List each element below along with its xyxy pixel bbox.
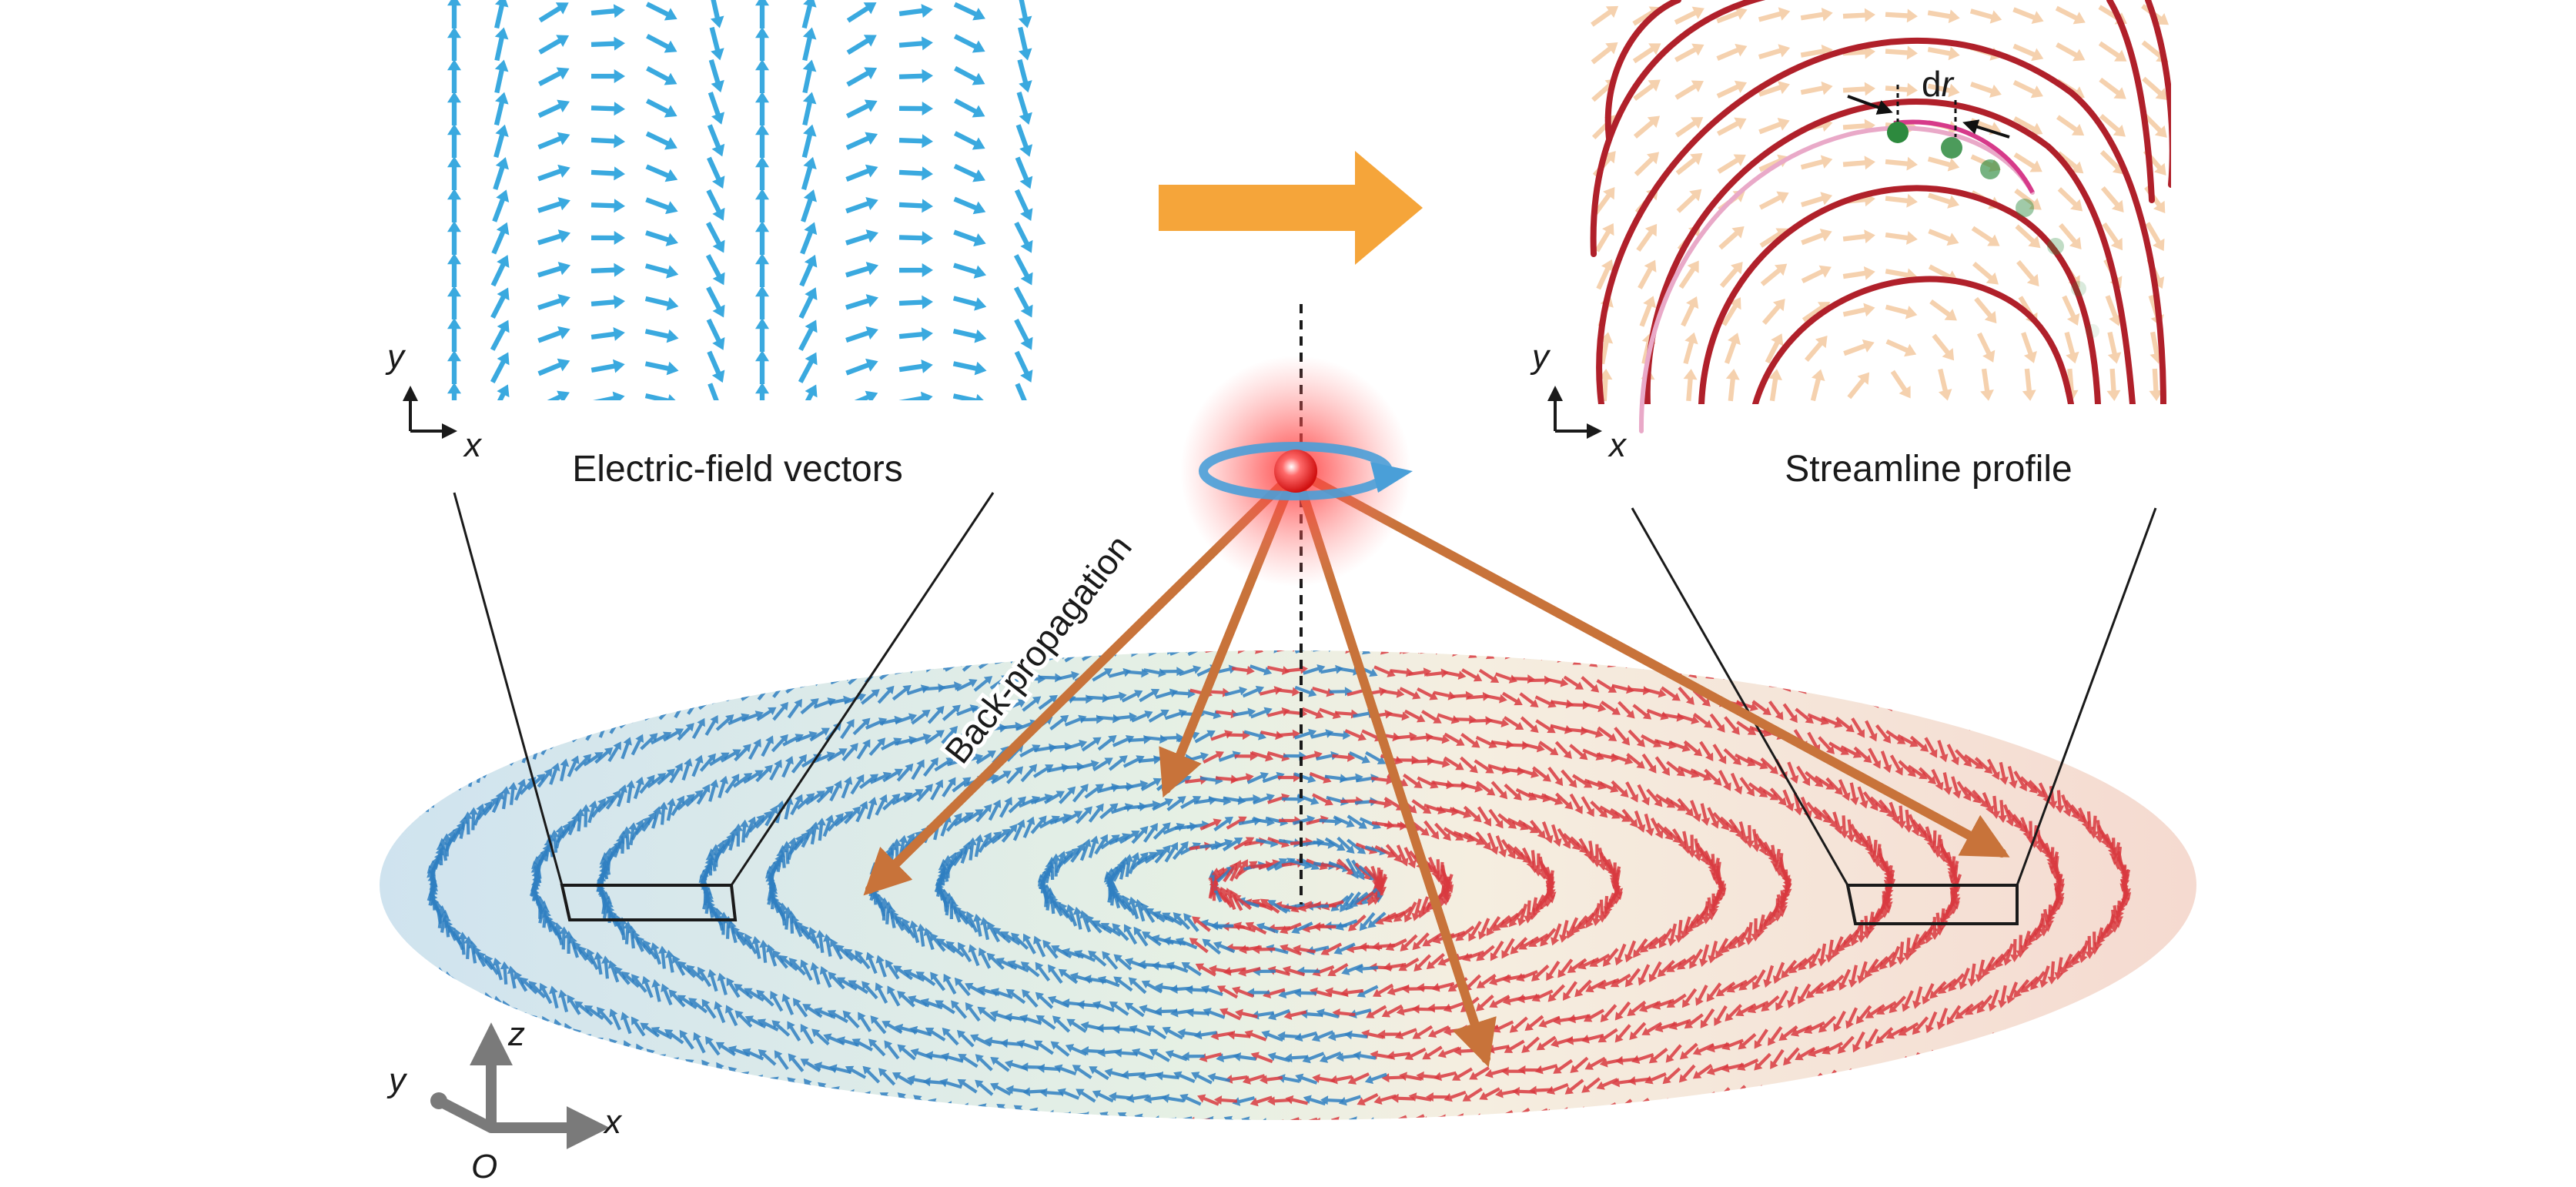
axis-3d-z-label: z <box>507 1015 525 1053</box>
electric-field-arrows <box>447 0 1038 418</box>
right-axis-y-label: y <box>1530 338 1551 376</box>
left-panel-caption: Electric-field vectors <box>572 449 902 490</box>
right-axis-x-label: x <box>1607 426 1628 464</box>
dr-label: dr <box>1922 64 1955 104</box>
right-axes: y x <box>1530 338 1628 464</box>
electric-field-panel: y x Electric-field vectors <box>385 0 1038 490</box>
point-source <box>1180 356 1413 587</box>
axis-3d-y-label: y <box>386 1062 408 1099</box>
streamline-panel: dr y x Streamline profile <box>1530 0 2173 490</box>
axis-3d-x-label: x <box>603 1103 623 1141</box>
axes-3d: z y x O <box>386 1015 623 1185</box>
left-axes: y x <box>385 338 483 464</box>
right-panel-caption: Streamline profile <box>1785 449 2073 490</box>
axis-3d-origin-label: O <box>471 1148 497 1185</box>
streamlines <box>1594 0 2173 404</box>
left-axis-x-label: x <box>463 426 483 464</box>
transition-arrow <box>1159 151 1423 265</box>
left-axis-y-label: y <box>385 338 406 376</box>
